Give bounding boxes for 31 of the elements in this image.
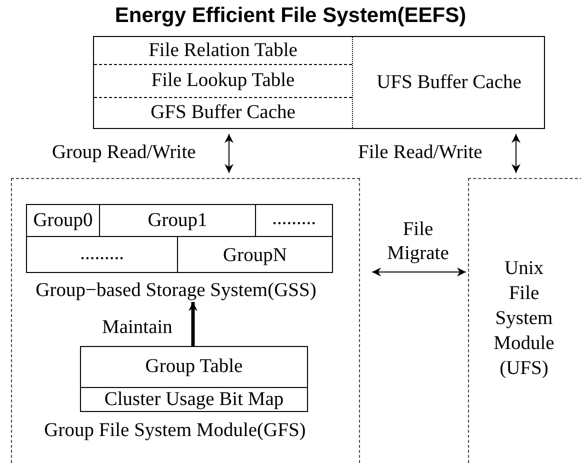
edge-label: File Read/Write: [358, 143, 482, 163]
module-region: [468, 178, 581, 463]
edge-label: File Migrate: [386, 218, 450, 266]
node-label: Group0: [32, 209, 94, 233]
edge-label: Group Read/Write: [52, 143, 196, 163]
cache-panel: [93, 36, 545, 129]
arrow: [512, 134, 520, 174]
node-label: File Lookup Table: [150, 69, 296, 93]
node-label: Unix File System Module (UFS): [492, 257, 556, 381]
arrow: [224, 134, 234, 174]
node-label: Group−based Storage System(GSS): [34, 280, 318, 302]
grid-cell: [26, 236, 178, 273]
node-label: GroupN: [222, 244, 288, 268]
diagram-title: Energy Efficient File System(EEFS): [114, 4, 468, 28]
node-label: Group1: [146, 209, 208, 233]
node-label: .........: [79, 242, 125, 266]
grid-cell: [26, 204, 100, 237]
node-label: Group File System Module(GFS): [43, 420, 307, 442]
grid-cell: [255, 204, 333, 237]
arrow: [188, 302, 198, 346]
node-label: GFS Buffer Cache: [150, 101, 296, 125]
edge-label: Maintain: [102, 318, 172, 338]
row-label: Cluster Usage Bit Map: [81, 387, 307, 412]
table-box: [80, 346, 308, 412]
node-label: .........: [271, 207, 317, 231]
node-label: UFS Buffer Cache: [376, 71, 522, 95]
module-region: [11, 178, 360, 463]
arrow: [372, 268, 466, 276]
grid-cell: [177, 236, 333, 273]
node-label: Group Table: [144, 355, 244, 379]
node-label: File Relation Table: [148, 39, 298, 63]
